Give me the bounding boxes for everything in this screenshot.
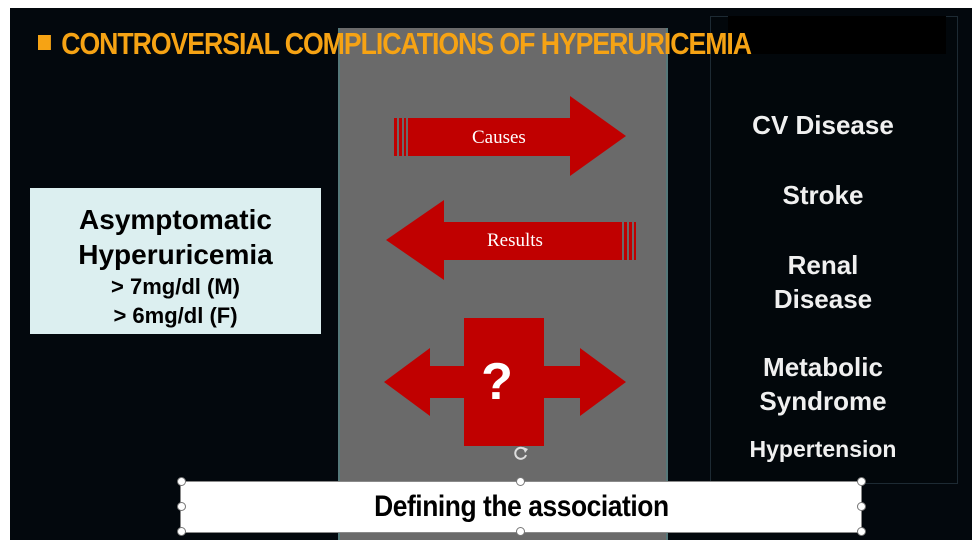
resize-handle-bottom-right[interactable]: [857, 527, 866, 536]
caption-text[interactable]: Defining the association: [373, 490, 669, 523]
resize-handle-bottom[interactable]: [516, 527, 525, 536]
renal-disease-label: Renal Disease: [700, 248, 946, 316]
caption-textbox[interactable]: Defining the association: [180, 481, 862, 533]
renal-line-1: Renal: [787, 250, 859, 280]
metabolic-line-1: Metabolic: [763, 352, 883, 382]
slide-title: CONTROVERSIAL COMPLICATIONS OF HYPERURIC…: [38, 26, 752, 62]
left-box-line-3: > 7mg/dl (M): [111, 274, 240, 299]
resize-handle-top-right[interactable]: [857, 477, 866, 486]
resize-handle-top[interactable]: [516, 477, 525, 486]
resize-handle-bottom-left[interactable]: [177, 527, 186, 536]
right-panel: [710, 16, 958, 484]
renal-line-2: Disease: [773, 284, 873, 314]
causes-arrow: [394, 96, 626, 176]
causes-label: Causes: [472, 127, 526, 148]
resize-handle-top-left[interactable]: [177, 477, 186, 486]
results-arrow: [386, 200, 636, 280]
black-rectangle: [728, 16, 946, 54]
metabolic-line-2: Syndrome: [759, 386, 887, 416]
left-box-line-2: Hyperuricemia: [78, 239, 273, 270]
metabolic-syndrome-label: Metabolic Syndrome: [700, 350, 946, 418]
center-panel: [338, 28, 668, 540]
rotate-handle-icon[interactable]: [512, 444, 530, 462]
hypertension-label: Hypertension: [749, 436, 897, 462]
slide-title-text: CONTROVERSIAL COMPLICATIONS OF HYPERURIC…: [61, 26, 752, 61]
left-box-line-1: Asymptomatic: [79, 204, 272, 235]
resize-handle-left[interactable]: [177, 502, 186, 511]
cv-disease-label: CV Disease: [752, 110, 894, 140]
slide-canvas: [10, 8, 972, 540]
results-label: Results: [487, 230, 543, 251]
stroke-label: Stroke: [782, 180, 864, 210]
asymptomatic-box: Asymptomatic Hyperuricemia > 7mg/dl (M) …: [30, 188, 321, 334]
resize-handle-right[interactable]: [857, 502, 866, 511]
bidirectional-question-arrow: [384, 318, 626, 446]
question-mark: ?: [481, 353, 513, 411]
square-bullet-icon: [38, 35, 51, 51]
left-box-line-4: > 6mg/dl (F): [113, 303, 238, 328]
